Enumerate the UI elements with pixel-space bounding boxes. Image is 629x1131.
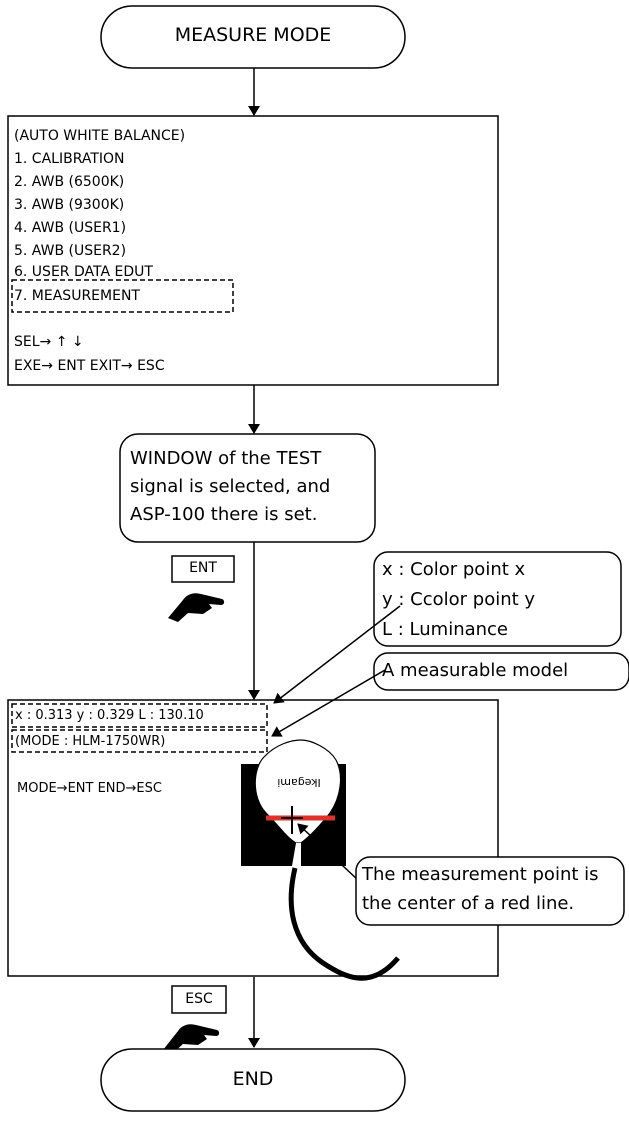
menu-box [7,115,499,386]
hand-icon-ent [168,593,225,622]
callout-window-line-3: ASP-100 there is set. [130,504,318,525]
menu-item-user-data-edit: 6. USER DATA EDUT [14,264,153,280]
menu-item-awb-user1: 4. AWB (USER1) [14,220,127,236]
legend-callout-box [373,551,622,647]
mode-text: (MODE : HLM-1750WR) [15,734,166,749]
start-terminal [100,5,406,69]
probe-stem [292,843,301,866]
legend-line-y: y : Ccolor point y [382,589,536,610]
ent-key-label: ENT [189,560,217,576]
mode-highlight [11,729,268,753]
probe-cable [288,867,400,981]
menu-item-measurement: 7. MEASUREMENT [14,288,140,304]
pointer-legend-to-readout [273,605,401,704]
probe-logo-text: Ikegami [277,776,321,789]
start-terminal-label: MEASURE MODE [174,24,332,46]
pointer-to-measure-point [297,823,359,881]
model-callout-box [373,652,629,691]
ent-key-box [171,555,235,583]
legend-line-x: x : Color point x [382,559,526,580]
menu-item-awb-9300k: 3. AWB (9300K) [14,197,125,213]
point-callout-line-1: The measurement point is [362,864,599,885]
model-callout-label: A measurable model [382,660,569,681]
menu-item-awb-user2: 5. AWB (USER2) [14,243,127,259]
point-callout-box [355,856,625,926]
menu-item-calibration: 1. CALIBRATION [14,151,125,167]
esc-key-label: ESC [185,991,213,1007]
menu-title: (AUTO WHITE BALANCE) [14,128,186,144]
end-terminal-label: END [232,1068,274,1090]
callout-window-box [119,433,376,543]
callout-window-line-2: signal is selected, and [130,476,331,497]
end-terminal [100,1048,406,1112]
readout-highlight [11,703,268,728]
pointer-model-to-mode [271,669,386,737]
esc-key-box [171,985,227,1014]
menu-item-awb-6500k: 2. AWB (6500K) [14,174,125,190]
callout-window-line-1: WINDOW of the TEST [130,448,322,469]
measure-hint: MODE→ENT END→ESC [17,781,162,796]
menu-select-hint: SEL→ ↑ ↓ [14,334,84,350]
readout-text: x : 0.313 y : 0.329 L : 130.10 [15,708,204,723]
menu-exe-hint: EXE→ ENT EXIT→ ESC [14,358,165,374]
legend-line-l: L : Luminance [382,619,509,640]
measurement-highlight [11,279,234,313]
hand-icon-esc [163,1024,220,1053]
point-callout-line-2: the center of a red line. [362,893,575,914]
